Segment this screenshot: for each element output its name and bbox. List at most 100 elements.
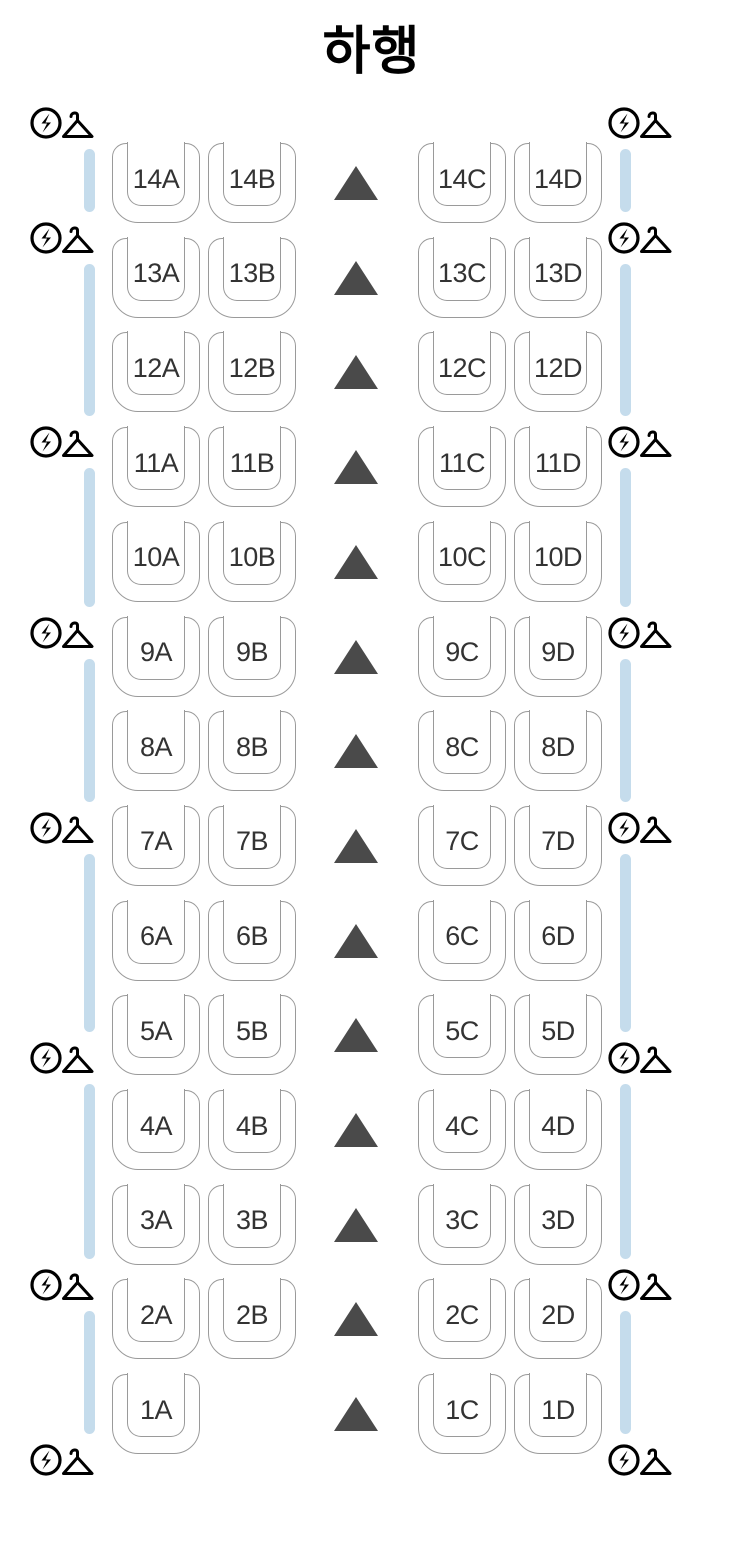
window-bar-right-7 [620,1311,631,1434]
direction-triangle-up-icon [334,828,378,863]
seat-1A[interactable]: 1A [112,1373,200,1455]
seat-14C[interactable]: 14C [418,142,506,223]
seat-11C[interactable]: 11C [418,426,506,508]
seat-cushion [529,1373,587,1438]
seat-10A[interactable]: 10A [112,520,200,602]
seat-11A[interactable]: 11A [112,426,200,508]
seat-13B[interactable]: 13B [208,236,296,318]
window-bar-left-2 [84,264,95,416]
seat-9A[interactable]: 9A [112,615,200,697]
seat-8C[interactable]: 8C [418,710,506,792]
amenity-right-power-hanger-icon-3 [608,422,674,464]
amenity-right-power-hanger-icon-2 [608,218,674,260]
seat-cushion [529,899,587,964]
seat-3B[interactable]: 3B [208,1183,296,1265]
seat-5A[interactable]: 5A [112,994,200,1076]
seat-4A[interactable]: 4A [112,1089,200,1170]
direction-triangle-up-icon [334,734,378,769]
seat-7A[interactable]: 7A [112,804,200,886]
seat-cushion [433,331,491,396]
seat-cushion [127,142,185,206]
seat-14A[interactable]: 14A [112,142,200,223]
seat-11B[interactable]: 11B [208,426,296,508]
amenity-right-power-hanger-icon-1 [608,103,674,145]
amenity-left-power-hanger-icon-8 [30,1440,96,1482]
seat-8D[interactable]: 8D [514,710,602,792]
seat-8B[interactable]: 8B [208,710,296,792]
seat-6B[interactable]: 6B [208,899,296,981]
seat-10B[interactable]: 10B [208,520,296,602]
seat-4B[interactable]: 4B [208,1089,296,1170]
seat-1D[interactable]: 1D [514,1373,602,1455]
seat-3A[interactable]: 3A [112,1183,200,1265]
seat-cushion [433,710,491,775]
window-bar-left-5 [84,854,95,1032]
window-bar-right-3 [620,468,631,607]
seat-cushion [529,520,587,585]
seat-cushion [223,1278,281,1343]
seat-cushion [223,1089,281,1153]
seat-5D[interactable]: 5D [514,994,602,1076]
seat-cushion [127,804,185,869]
amenity-right-power-hanger-icon-7 [608,1265,674,1307]
seat-3C[interactable]: 3C [418,1183,506,1265]
seat-12C[interactable]: 12C [418,331,506,413]
amenity-right-power-hanger-icon-8 [608,1440,674,1482]
seat-cushion [223,426,281,491]
direction-triangle-up-icon [334,1397,378,1432]
seat-12A[interactable]: 12A [112,331,200,413]
seat-cushion [529,426,587,491]
seat-8A[interactable]: 8A [112,710,200,792]
seat-cushion [127,899,185,964]
seat-7B[interactable]: 7B [208,804,296,886]
seat-cushion [127,331,185,396]
seat-14D[interactable]: 14D [514,142,602,223]
seat-13C[interactable]: 13C [418,236,506,318]
seat-6A[interactable]: 6A [112,899,200,981]
seat-7C[interactable]: 7C [418,804,506,886]
window-bar-left-4 [84,659,95,802]
seat-cushion [223,804,281,869]
seat-2D[interactable]: 2D [514,1278,602,1360]
seat-cushion [127,426,185,491]
seat-5B[interactable]: 5B [208,994,296,1076]
seat-11D[interactable]: 11D [514,426,602,508]
seat-12B[interactable]: 12B [208,331,296,413]
seat-3D[interactable]: 3D [514,1183,602,1265]
seat-cushion [433,426,491,491]
seat-12D[interactable]: 12D [514,331,602,413]
seat-14B[interactable]: 14B [208,142,296,223]
seat-cushion [223,710,281,775]
seat-cushion [433,899,491,964]
seat-1C[interactable]: 1C [418,1373,506,1455]
seat-cushion [529,994,587,1059]
seat-9D[interactable]: 9D [514,615,602,697]
seat-9B[interactable]: 9B [208,615,296,697]
seat-6C[interactable]: 6C [418,899,506,981]
seat-13D[interactable]: 13D [514,236,602,318]
seat-cushion [433,1089,491,1153]
seat-7D[interactable]: 7D [514,804,602,886]
window-bar-left-1 [84,149,95,212]
direction-triangle-up-icon [334,355,378,390]
seat-10D[interactable]: 10D [514,520,602,602]
seat-cushion [529,1183,587,1248]
seat-9C[interactable]: 9C [418,615,506,697]
amenity-left-power-hanger-icon-3 [30,422,96,464]
seat-cushion [433,804,491,869]
seat-13A[interactable]: 13A [112,236,200,318]
seat-6D[interactable]: 6D [514,899,602,981]
seat-10C[interactable]: 10C [418,520,506,602]
seat-2A[interactable]: 2A [112,1278,200,1360]
window-bar-left-6 [84,1084,95,1259]
direction-triangle-up-icon [334,1207,378,1242]
seat-5C[interactable]: 5C [418,994,506,1076]
seat-cushion [433,1373,491,1438]
seat-cushion [433,1278,491,1343]
seat-4C[interactable]: 4C [418,1089,506,1170]
seat-2B[interactable]: 2B [208,1278,296,1360]
seat-4D[interactable]: 4D [514,1089,602,1170]
seat-2C[interactable]: 2C [418,1278,506,1360]
window-bar-right-6 [620,1084,631,1259]
